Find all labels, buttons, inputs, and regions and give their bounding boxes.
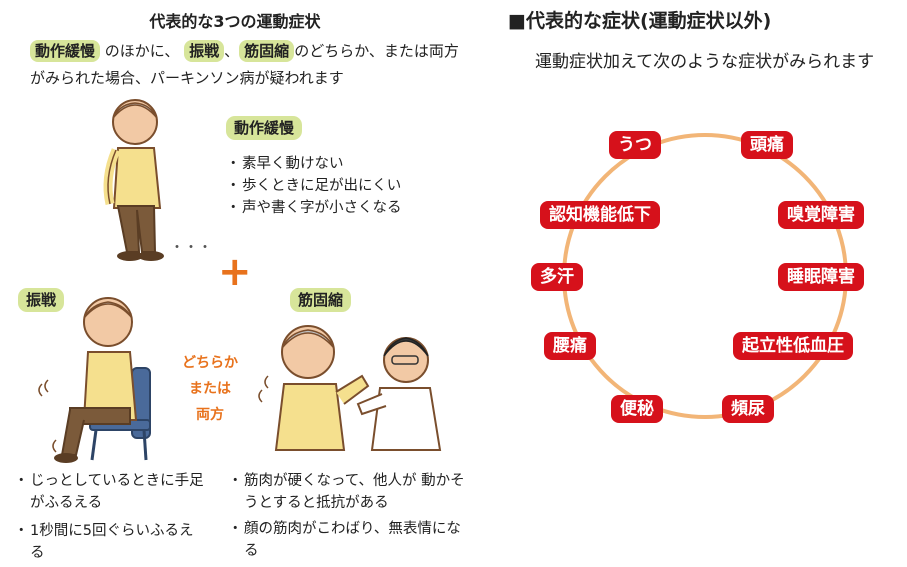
tremor-list: じっとしているときに手足がふるえる 1秒間に5回ぐらいふるえる [14,470,206,564]
symptom-back-pain: 腰痛 [544,332,596,360]
symptom-cognitive-decline: 認知機能低下 [540,201,660,229]
symptom-frequent-urination: 頻尿 [722,395,774,423]
either-or-both-label: どちらか または 両方 [176,350,244,428]
list-item: 歩くときに足が出にくい [226,175,468,197]
either-line-1: どちらか [182,355,238,371]
tremor-illustration [38,297,151,463]
either-line-2: または [189,381,231,397]
intro-tremor-tag: 振戦 [184,40,225,62]
intro-text: 動作緩慢 のほかに、 振戦、筋固縮のどちらか、または両方がみられた場合、パーキン… [30,38,470,92]
svg-text:・・・: ・・・ [170,240,212,256]
tremor-tag: 振戦 [18,288,65,312]
symptom-sweating: 多汗 [531,263,583,291]
intro-akinesia-tag: 動作緩慢 [30,40,101,62]
symptom-depression: うつ [609,131,661,159]
either-line-3: 両方 [196,407,224,423]
list-item: 声や書く字が小さくなる [226,197,468,219]
symptom-constipation: 便秘 [611,395,663,423]
akinesia-list: 素早く動けない 歩くときに足が出にくい 声や書く字が小さくなる [226,153,468,219]
akinesia-illustration: ・・・ [103,99,212,261]
rigidity-tag: 筋固縮 [290,288,352,312]
intro-text-1: のほかに、 [104,42,180,60]
plus-sign: + [218,249,252,295]
symptom-sleep-disorder: 睡眠障害 [778,263,864,291]
non-motor-subtitle: 運動症状加えて次のような症状がみられます [535,52,875,72]
list-item: 1秒間に5回ぐらいふるえる [14,520,206,564]
list-item: 素早く動けない [226,153,468,175]
intro-rigidity-tag: 筋固縮 [239,40,295,62]
symptom-orthostatic-hypotension: 起立性低血圧 [733,332,853,360]
rigidity-illustration [258,325,442,451]
list-item: 筋肉が硬くなって、他人が 動かそうとすると抵抗がある [228,470,465,514]
symptom-headache: 頭痛 [741,131,793,159]
symptom-smell-disorder: 嗅覚障害 [778,201,864,229]
motor-symptoms-title: 代表的な3つの運動症状 [149,12,321,31]
non-motor-title: ■代表的な症状(運動症状以外) [508,10,772,32]
akinesia-tag: 動作緩慢 [226,116,303,140]
intro-text-2: のどちらか、または両方がみられた場合、パーキンソン病が疑われます [30,42,459,87]
list-item: じっとしているときに手足がふるえる [14,470,206,514]
rigidity-list: 筋肉が硬くなって、他人が 動かそうとすると抵抗がある 顔の筋肉がこわばり、無表情… [228,470,465,562]
list-item: 顔の筋肉がこわばり、無表情になる [228,518,465,562]
intro-separator: 、 [224,42,240,60]
